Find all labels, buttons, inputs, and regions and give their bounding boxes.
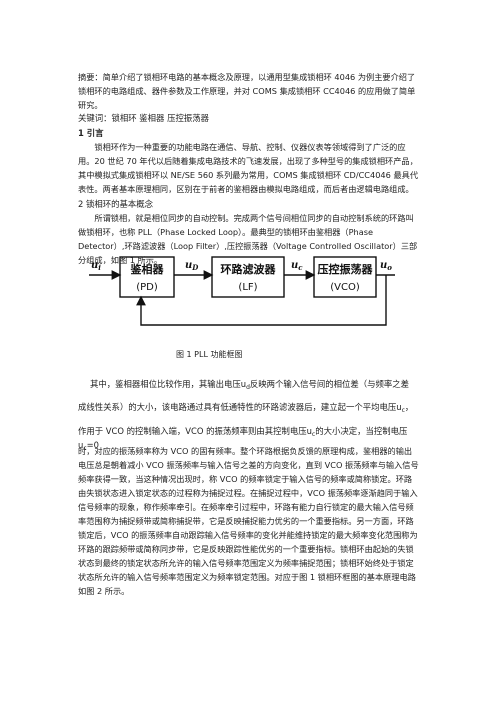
para3-line1: 其中，鉴相器相位比较作用，其输出电压ud反映两个输入信号间的相位差（与频率之差 [90,377,430,391]
feedback-path [136,275,387,326]
uc-inline: uc [396,402,405,414]
pd-name: 鉴相器 [130,262,165,276]
pd-abbr: (PD) [136,282,158,293]
para3-line2-b: ， [404,402,414,412]
uc-label: uc [291,260,303,272]
abstract: 摘要：简单介绍了锁相环电路的基本概念及原理，以通用型集成锁相环 4046 为例主… [78,72,416,110]
uo-label: uo [380,260,392,272]
para3-line1-a: 其中，鉴相器相位比较作用，其输出电压 [90,379,241,389]
vco-box [313,256,377,298]
para3-line1-b: 反映两个输入信号间的相位差（与频率之差 [249,379,409,389]
section-2-title: 2 锁相环的基本概念 [78,199,153,209]
vco-abbr: (VCO) [330,282,360,293]
figure-caption: 图 1 PLL 功能框图 [176,350,243,359]
ui-label: ui [91,260,101,272]
para3-line3-b: 的大小决定，当控制电压 [315,426,408,436]
para3-line3-c: =0 [86,440,99,450]
uc-inline-3: uc [78,440,87,452]
keywords: 关键词：锁相环 鉴相器 压控振荡器 [78,113,209,123]
para3-line2-a: 成线性关系）的大小，该电路通过具有低通特性的环路滤波器后，建立起一个平均电压 [78,402,397,412]
ud-label: uD [185,260,199,272]
uc-inline-2: uc [306,426,316,438]
lf-name: 环路滤波器 [221,262,277,276]
pll-block-diagram: ui uD uc uo 鉴相器 (PD) 环路滤波器 (LF) 压控振荡器 (V… [89,256,395,326]
intro-paragraph: 锁相环作为一种重要的功能电路在通信、导航、控制、仪器仪表等领域得到了广泛的应用。… [78,142,419,194]
section-1-title: 1 引言 [78,128,104,138]
phase-detector-box [119,256,175,298]
body-paragraph: 时，对应的振荡频率称为 VCO 的固有频率。整个环路根据负反馈的原理构成，鉴相器… [78,446,419,596]
para3-line3: 作用于 VCO 的控制输入端，VCO 的振荡频率则由其控制电压uc的大小决定，当… [78,424,423,452]
para3-line2: 成线性关系）的大小，该电路通过具有低通特性的环路滤波器后，建立起一个平均电压uc… [78,400,423,414]
vco-name: 压控振荡器 [318,262,374,276]
loop-filter-box [211,256,285,298]
para3-line3-a: 作用于 VCO 的控制输入端，VCO 的振荡频率则由其控制电压 [78,426,307,436]
ud-inline: ud [240,379,250,391]
lf-abbr: (LF) [238,282,257,293]
